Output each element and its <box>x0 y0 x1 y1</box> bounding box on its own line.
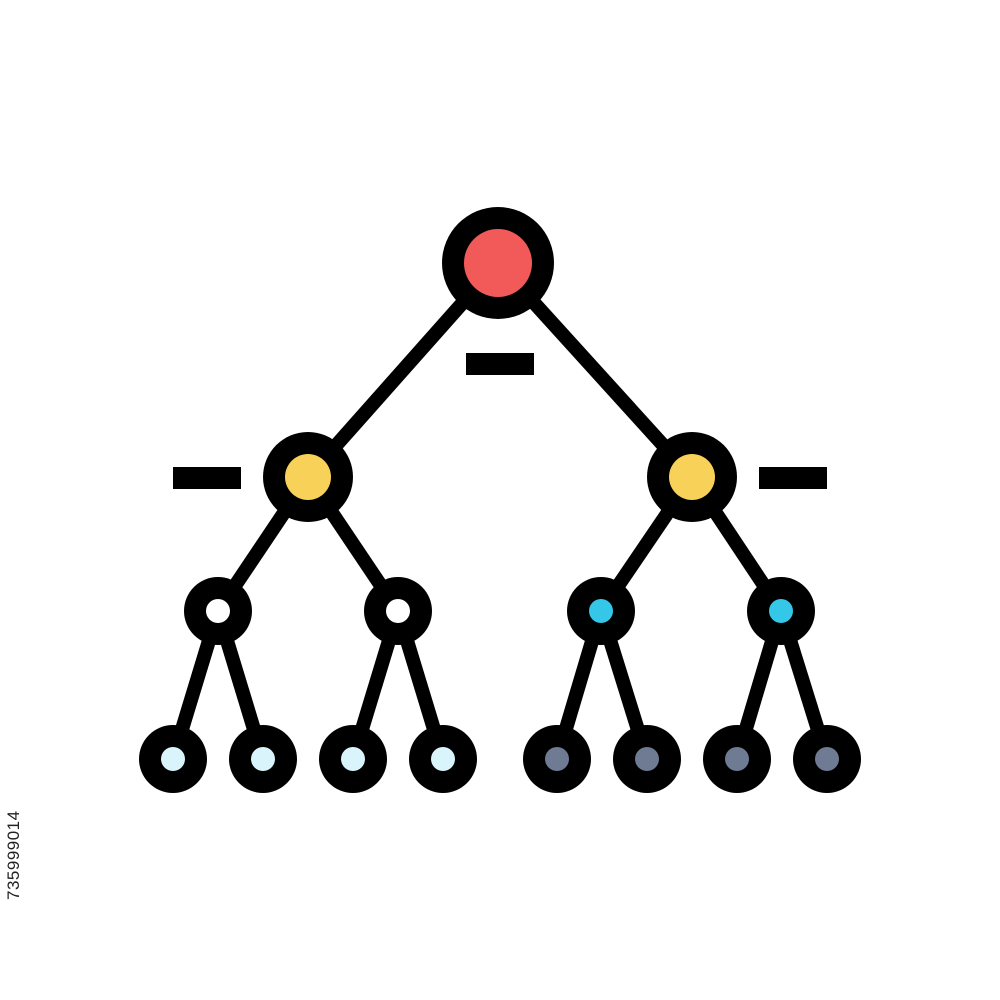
node-l1-left <box>263 432 353 522</box>
node-fill <box>589 599 613 623</box>
node-leaf-3 <box>319 725 387 793</box>
node-fill <box>206 599 230 623</box>
node-l1-right <box>647 432 737 522</box>
node-fill <box>161 747 185 771</box>
node-fill <box>431 747 455 771</box>
node-fill <box>769 599 793 623</box>
node-fill <box>725 747 749 771</box>
node-leaf-6 <box>613 725 681 793</box>
node-leaf-8 <box>793 725 861 793</box>
node-fill <box>285 454 331 500</box>
node-fill <box>386 599 410 623</box>
node-fill <box>669 454 715 500</box>
node-leaf-1 <box>139 725 207 793</box>
node-l2-3 <box>567 577 635 645</box>
node-fill <box>545 747 569 771</box>
node-fill <box>635 747 659 771</box>
node-leaf-2 <box>229 725 297 793</box>
node-fill <box>464 229 532 297</box>
node-l2-1 <box>184 577 252 645</box>
node-leaf-5 <box>523 725 591 793</box>
node-leaf-7 <box>703 725 771 793</box>
tree-edges <box>166 256 834 766</box>
left-marker-bar <box>173 467 241 489</box>
node-l2-2 <box>364 577 432 645</box>
root-marker-bar <box>466 353 534 375</box>
level-markers <box>173 353 827 489</box>
node-fill <box>251 747 275 771</box>
right-marker-bar <box>759 467 827 489</box>
tree-nodes <box>139 207 861 793</box>
node-fill <box>341 747 365 771</box>
node-leaf-4 <box>409 725 477 793</box>
node-fill <box>815 747 839 771</box>
node-root <box>442 207 554 319</box>
node-l2-4 <box>747 577 815 645</box>
